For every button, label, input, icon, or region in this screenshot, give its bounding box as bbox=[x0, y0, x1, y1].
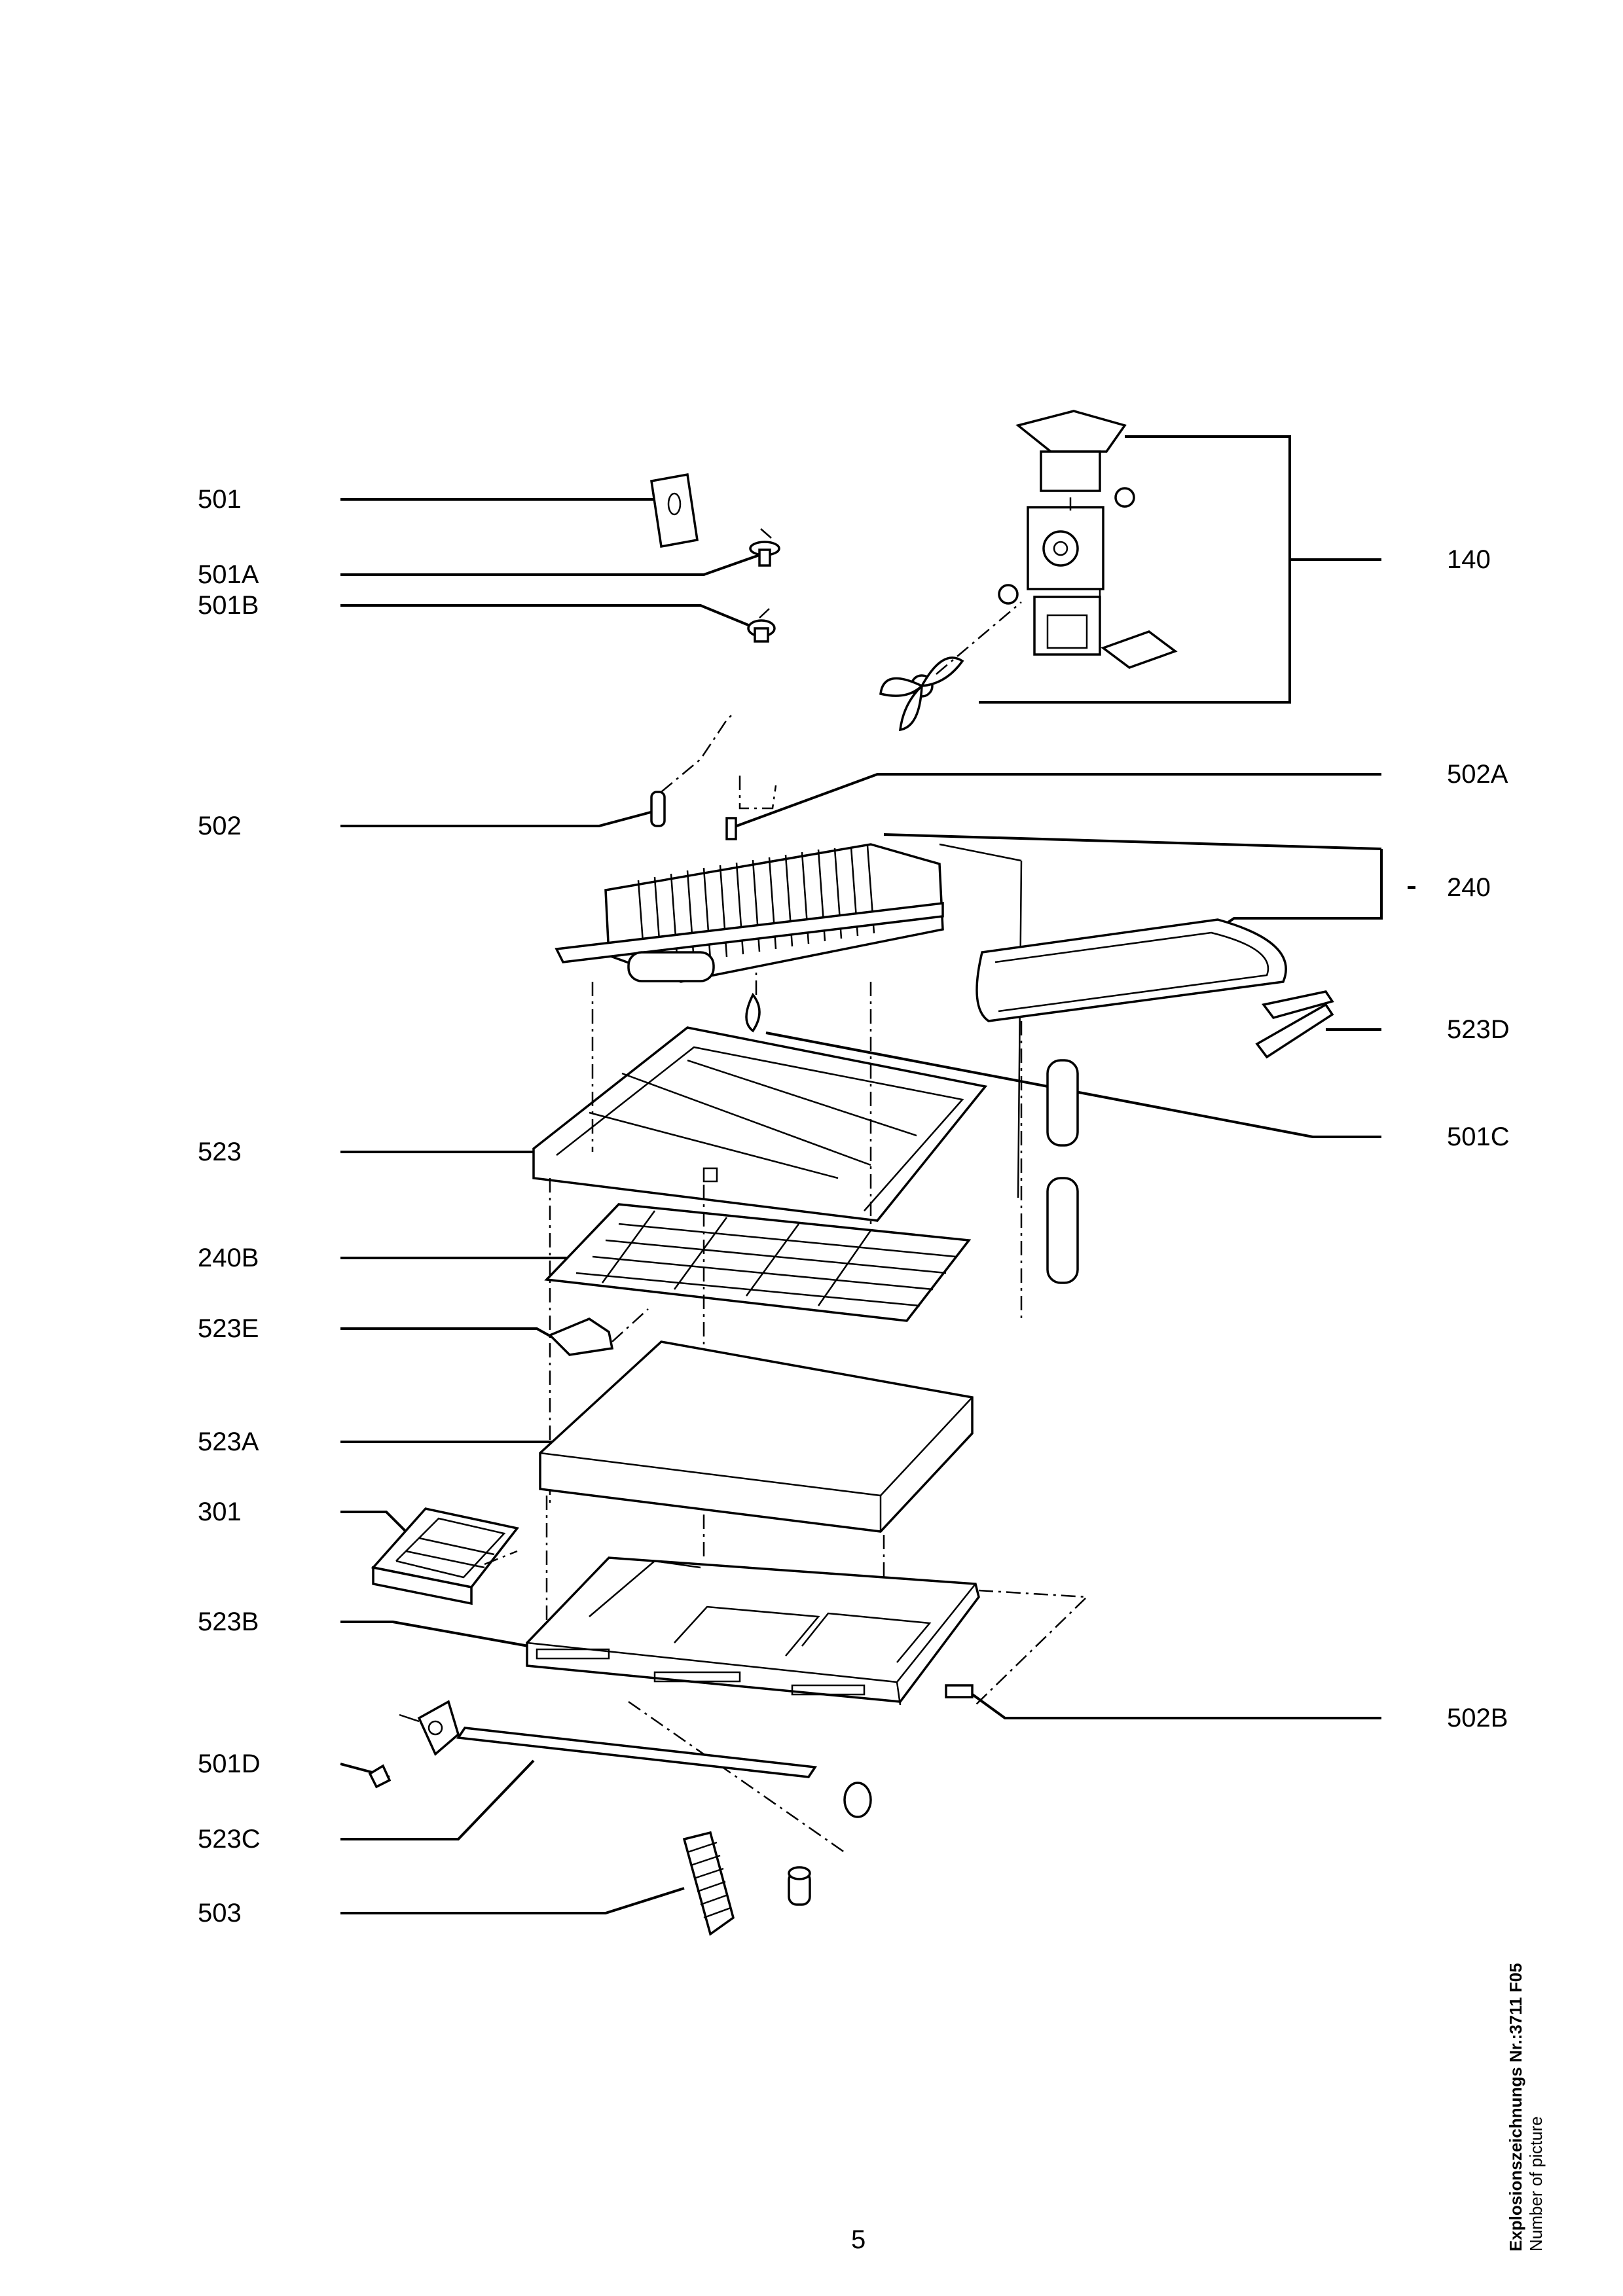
label-523A: 523A bbox=[198, 1427, 259, 1456]
label-501A: 501A bbox=[198, 560, 259, 589]
part-501D-switch bbox=[368, 1700, 460, 1789]
label-140: 140 bbox=[1447, 545, 1491, 574]
part-502-clip bbox=[650, 713, 734, 827]
label-523B: 523B bbox=[198, 1607, 259, 1636]
part-240-heatsink bbox=[555, 843, 1287, 1322]
label-503: 503 bbox=[198, 1899, 242, 1928]
leader-502 bbox=[340, 809, 659, 827]
part-523C-strip bbox=[456, 1727, 818, 1778]
label-501B: 501B bbox=[198, 591, 259, 620]
part-fitting-lower bbox=[788, 1782, 872, 1906]
leader-502A bbox=[736, 773, 1381, 827]
leader-140-top bbox=[979, 435, 1291, 704]
part-501-switch bbox=[650, 473, 699, 548]
part-523B-base bbox=[526, 1556, 1089, 1854]
leader-501A bbox=[340, 554, 760, 576]
part-502A-clip bbox=[725, 776, 777, 840]
label-240B: 240B bbox=[198, 1244, 259, 1272]
leader-301 bbox=[340, 1511, 407, 1533]
part-301-filter bbox=[371, 1507, 520, 1605]
drawing-number-caption: Explosionszeichnungs Nr.:3711 F05 Number… bbox=[1506, 1558, 1546, 2251]
label-301: 301 bbox=[198, 1498, 242, 1526]
leader-501B bbox=[340, 604, 757, 630]
part-503-grille bbox=[682, 1831, 735, 1936]
leader-523B bbox=[340, 1621, 547, 1651]
label-523E: 523E bbox=[198, 1314, 259, 1343]
label-502: 502 bbox=[198, 812, 242, 840]
part-523-frame bbox=[532, 982, 988, 1224]
part-501B-nut bbox=[747, 608, 776, 643]
leader-240-a bbox=[883, 833, 1382, 850]
label-523C: 523C bbox=[198, 1825, 261, 1854]
part-523D-bracket bbox=[1255, 990, 1334, 1059]
leader-502B bbox=[968, 1691, 1381, 1719]
part-501C-holder bbox=[745, 969, 761, 1033]
label-240: 240 bbox=[1447, 873, 1491, 902]
label-523D: 523D bbox=[1447, 1015, 1510, 1044]
grid-slots bbox=[575, 1210, 957, 1307]
label-501D: 501D bbox=[198, 1749, 261, 1778]
part-140-fan-motor bbox=[879, 410, 1178, 732]
caption-subtitle: Number of picture bbox=[1526, 2116, 1546, 2251]
leader-523C bbox=[340, 1759, 535, 1840]
label-502B: 502B bbox=[1447, 1704, 1508, 1732]
part-501A-screw bbox=[749, 528, 780, 567]
page-number: 5 bbox=[851, 2225, 866, 2254]
leader-501C bbox=[765, 1031, 1381, 1138]
label-523: 523 bbox=[198, 1138, 242, 1166]
part-523E-clip bbox=[547, 1308, 649, 1356]
label-501C: 501C bbox=[1447, 1122, 1510, 1151]
label-502A: 502A bbox=[1447, 760, 1508, 789]
caption-title: Explosionszeichnungs Nr.:3711 F05 bbox=[1506, 1963, 1525, 2251]
leader-240-b bbox=[1306, 849, 1383, 920]
leader-523E bbox=[340, 1327, 567, 1346]
leader-503 bbox=[340, 1887, 685, 1914]
label-501: 501 bbox=[198, 485, 242, 514]
grille-slats bbox=[687, 1841, 731, 1919]
